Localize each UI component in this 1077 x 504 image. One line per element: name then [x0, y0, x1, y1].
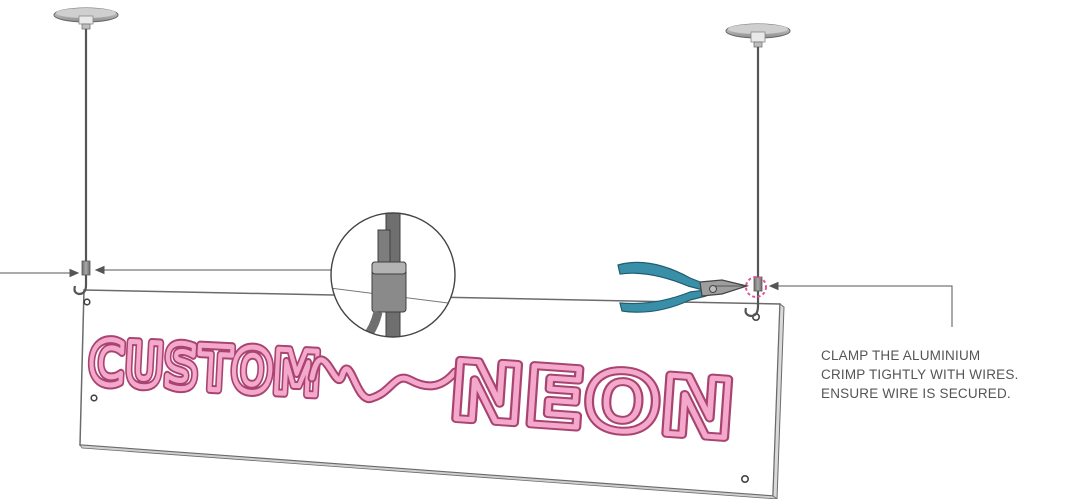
- wire-crimp-left: [75, 261, 91, 294]
- ceiling-mount-left: [54, 8, 118, 29]
- instruction-caption: CLAMP THE ALUMINIUM CRIMP TIGHTLY WITH W…: [821, 346, 1019, 403]
- instruction-line-1: CLAMP THE ALUMINIUM: [821, 346, 1019, 365]
- neon-word-neon-inner: NEON: [447, 344, 738, 457]
- ceiling-mount-right: [726, 24, 790, 47]
- neon-word-custom-inner: CUSTOM: [87, 328, 322, 410]
- instruction-line-3: ENSURE WIRE IS SECURED.: [821, 384, 1019, 403]
- instruction-line-2: CRIMP TIGHTLY WITH WIRES.: [821, 365, 1019, 384]
